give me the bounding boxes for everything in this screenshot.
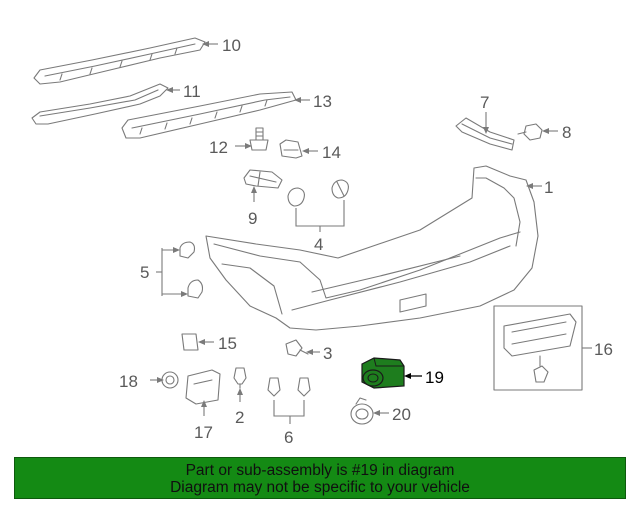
callout-18: 18 (119, 372, 138, 391)
part-19-parking-sensor[interactable] (361, 357, 405, 389)
part-20-retainer[interactable] (350, 397, 374, 425)
callout-13: 13 (313, 92, 332, 111)
info-banner: Part or sub-assembly is #19 in diagram D… (14, 457, 626, 499)
part-4-clips[interactable] (287, 179, 349, 207)
callout-12: 12 (209, 138, 228, 157)
part-14-bracket[interactable] (279, 139, 303, 159)
parts-diagram: 10 11 13 12 14 9 (31, 36, 613, 447)
callout-15: 15 (218, 334, 237, 353)
part-3-screw[interactable] (285, 339, 309, 357)
callout-4: 4 (314, 235, 323, 254)
part-9-bracket[interactable] (243, 169, 283, 189)
part-8-bolt[interactable] (517, 123, 543, 141)
callout-20: 20 (392, 405, 411, 424)
part-17-panel[interactable] (185, 369, 221, 405)
callout-7: 7 (480, 93, 489, 112)
callout-14: 14 (322, 143, 341, 162)
part-11-strip[interactable] (31, 83, 169, 125)
callout-1: 1 (544, 178, 553, 197)
part-18-grommet[interactable] (161, 371, 179, 389)
callout-2: 2 (235, 408, 244, 427)
callout-11: 11 (183, 82, 201, 101)
part-1-bumper-cover[interactable] (205, 165, 539, 331)
callout-8: 8 (562, 123, 571, 142)
callout-10: 10 (222, 36, 241, 55)
part-5-clips[interactable] (179, 241, 204, 299)
callout-6: 6 (284, 428, 293, 447)
part-7-retainer[interactable] (455, 117, 515, 151)
part-15-retainer[interactable] (181, 333, 199, 351)
part-12-stud[interactable] (249, 127, 269, 151)
callout-3: 3 (323, 344, 332, 363)
callout-17: 17 (194, 423, 213, 442)
banner-line-1: Part or sub-assembly is #19 in diagram (185, 462, 455, 479)
part-16-spacer[interactable] (503, 313, 577, 383)
callout-9: 9 (248, 209, 257, 228)
callout-19: 19 (425, 368, 444, 387)
part-10-reinforcement[interactable] (33, 37, 206, 85)
banner-line-2: Diagram may not be specific to your vehi… (170, 479, 470, 496)
callout-5: 5 (140, 263, 149, 282)
part-2-clip[interactable] (233, 367, 247, 389)
part-6-clips[interactable] (267, 377, 311, 397)
callout-16: 16 (594, 340, 613, 359)
